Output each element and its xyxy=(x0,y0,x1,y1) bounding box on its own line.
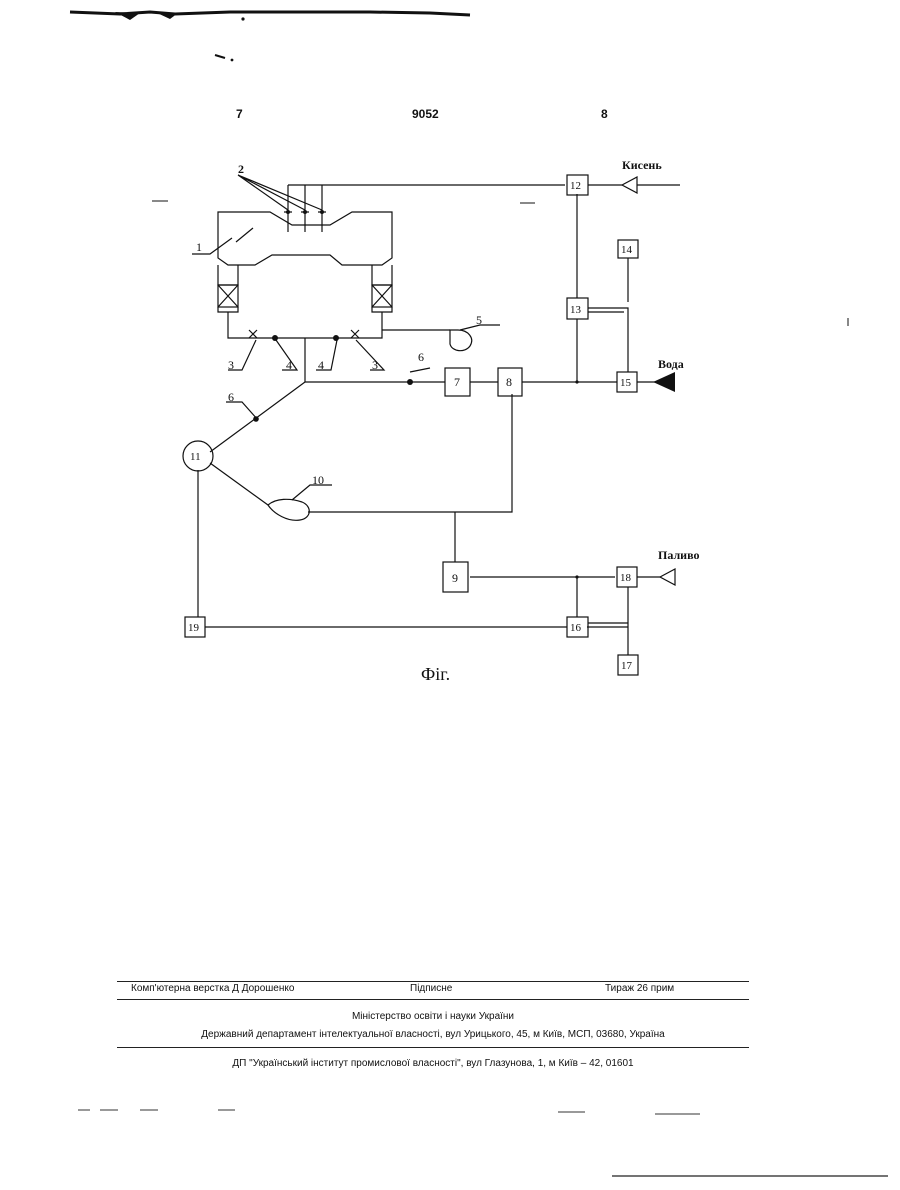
ref-6-left: 6 xyxy=(228,390,234,404)
ref-19: 19 xyxy=(188,622,200,634)
label-water: Вода xyxy=(658,357,684,371)
ref-9: 9 xyxy=(452,571,458,585)
ref-17: 17 xyxy=(621,660,633,672)
footer-rule-bottom xyxy=(117,1047,749,1048)
device-10 xyxy=(268,499,309,520)
ref-18: 18 xyxy=(620,572,632,584)
ref-15: 15 xyxy=(620,377,632,389)
ref-4-left: 4 xyxy=(286,358,292,372)
label-oxygen: Кисень xyxy=(622,158,662,172)
footer-rule-middle xyxy=(117,999,749,1000)
ref-7: 7 xyxy=(454,375,460,389)
ref-14: 14 xyxy=(621,244,633,256)
footer-institute: ДП "Український інститут промислової вла… xyxy=(117,1058,749,1069)
ref-3-right: 3 xyxy=(372,358,378,372)
ref-2: 2 xyxy=(238,162,244,176)
ref-10: 10 xyxy=(312,473,324,487)
ref-11: 11 xyxy=(190,451,201,463)
label-fuel: Паливо xyxy=(658,548,699,562)
ref-13: 13 xyxy=(570,304,582,316)
ref-1: 1 xyxy=(196,240,202,254)
footer-department: Державний департамент інтелектуальної вл… xyxy=(117,1029,749,1040)
ref-6-top: 6 xyxy=(418,350,424,364)
regenerator-right xyxy=(372,265,392,285)
ref-4-right: 4 xyxy=(318,358,324,372)
water-inlet-arrow xyxy=(653,372,675,392)
ref-5: 5 xyxy=(476,313,482,327)
footer-ministry: Міністерство освіти і науки України xyxy=(117,1011,749,1022)
device-5 xyxy=(450,330,472,351)
footer-print-run: Тираж 26 прим xyxy=(605,983,674,994)
footer-rule-top xyxy=(117,981,749,982)
footer-typesetting: Комп'ютерна верстка Д Дорошенко xyxy=(131,983,294,994)
ref-16: 16 xyxy=(570,622,582,634)
regenerator-left xyxy=(218,265,238,285)
ref-3-left: 3 xyxy=(228,358,234,372)
figure-caption: Фіг. xyxy=(421,664,450,685)
footer-signed: Підписне xyxy=(410,983,452,994)
ref-8: 8 xyxy=(506,375,512,389)
ref-12: 12 xyxy=(570,180,581,192)
